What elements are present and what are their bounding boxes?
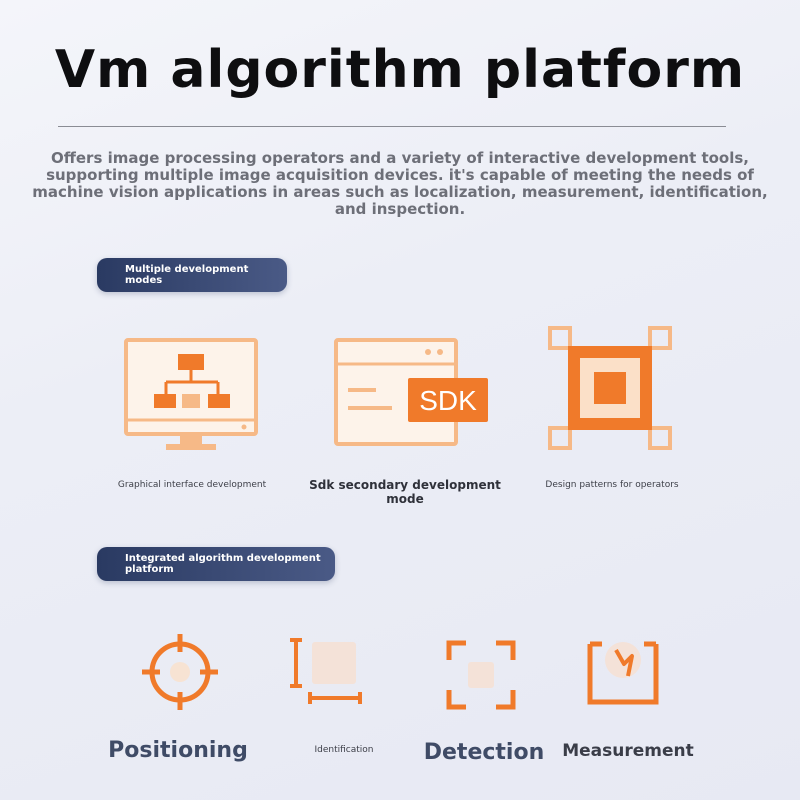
caption-detection: Detection: [423, 740, 545, 765]
caption-identification: Identification: [314, 745, 374, 755]
caption-measurement: Measurement: [562, 741, 694, 761]
page-title: Vm algorithm platform: [54, 40, 746, 100]
dev-modes-label-text: Multiple development modes: [125, 264, 249, 286]
platform-label-text: Integrated algorithm development platfor…: [125, 553, 321, 575]
crosshair-icon: [142, 634, 218, 710]
focus-frame-icon: [446, 640, 516, 710]
platform-label: Integrated algorithm development platfor…: [97, 547, 335, 581]
caption-graphical: Graphical interface development: [117, 480, 267, 490]
caption-operators: Design patterns for operators: [545, 480, 679, 490]
sdk-window-icon: SDK: [334, 338, 488, 446]
title-divider: [58, 126, 726, 127]
intro-text: Offers image processing operators and a …: [32, 149, 768, 218]
sdk-badge: SDK: [419, 385, 477, 416]
dimension-icon: [290, 638, 362, 704]
caption-positioning: Positioning: [108, 738, 248, 763]
monitor-flowchart-icon: [124, 338, 258, 450]
gauge-frame-icon: [587, 641, 659, 705]
dev-modes-label: Multiple development modes: [97, 258, 287, 292]
operator-pattern-icon: [548, 326, 672, 450]
caption-sdk: Sdk secondary development mode: [309, 478, 501, 506]
